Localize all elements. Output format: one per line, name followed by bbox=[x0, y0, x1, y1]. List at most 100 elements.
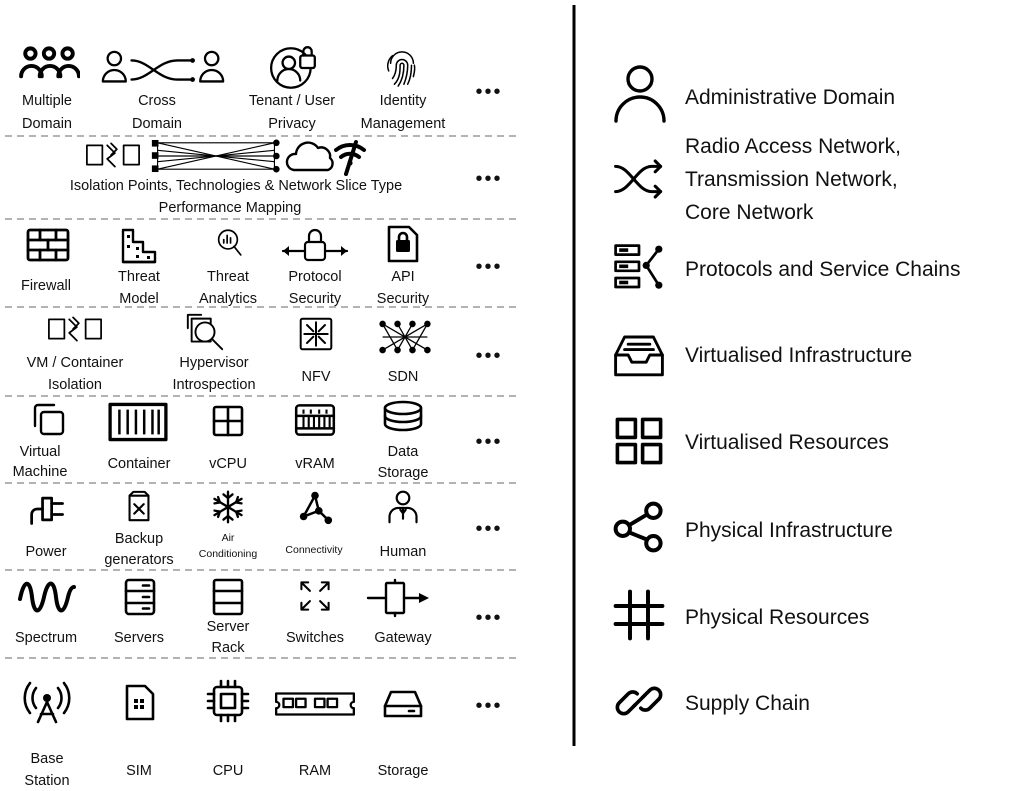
grid-cell-connectivity: Connectivity bbox=[285, 490, 343, 556]
layer-row-2: Isolation Points, Technologies & Network… bbox=[70, 138, 502, 216]
more-indicator: ••• bbox=[475, 607, 502, 629]
grid-cell-human: Human bbox=[380, 490, 427, 560]
cloud-wifi-icon bbox=[287, 142, 364, 174]
more-indicator: ••• bbox=[475, 345, 502, 367]
legend-label: Protocols and Service Chains bbox=[685, 258, 960, 281]
grid-cell-protocol-security: Protocol Security bbox=[281, 228, 349, 307]
grid-cell-switches: Switches bbox=[286, 581, 344, 646]
legend-label: Physical Resources bbox=[685, 606, 869, 629]
grid-cell-data-storage: Data Storage bbox=[378, 400, 428, 481]
cell-label: Power bbox=[25, 544, 66, 560]
grid-cell-vm-container-isolation: VM / Container Isolation bbox=[27, 316, 124, 393]
cell-label: Machine bbox=[13, 464, 68, 480]
cell-label: Connectivity bbox=[285, 544, 343, 556]
api-security-icon bbox=[387, 225, 419, 263]
grid-four-icon bbox=[615, 417, 663, 465]
grid-cell-spectrum: Spectrum bbox=[15, 581, 77, 646]
layer-row-6: Power Backup generators Air Conditioning… bbox=[25, 490, 502, 568]
switches-icon bbox=[300, 581, 330, 611]
more-indicator: ••• bbox=[475, 256, 502, 278]
cell-label: Cross bbox=[138, 93, 176, 109]
legend-label: Administrative Domain bbox=[685, 86, 895, 109]
cell-label: Hypervisor bbox=[179, 355, 248, 371]
grid-cell-backup-generators: Backup generators bbox=[104, 490, 174, 568]
ram-icon bbox=[274, 692, 356, 716]
cell-label: Security bbox=[377, 291, 430, 307]
connectivity-icon bbox=[298, 490, 334, 526]
more-indicator: ••• bbox=[475, 168, 502, 190]
cell-label: Air bbox=[222, 532, 235, 544]
cell-label: Threat bbox=[118, 269, 160, 285]
user-lock-icon bbox=[269, 46, 316, 89]
firewall-icon bbox=[26, 228, 70, 262]
grid-cell-nfv: NFV bbox=[299, 317, 333, 385]
layer-row-4: VM / Container Isolation Hypervisor Intr… bbox=[27, 313, 502, 393]
grid-cell-virtual-machine: Virtual Machine bbox=[13, 403, 68, 480]
grid-cell-sdn: SDN bbox=[378, 320, 432, 385]
cell-label: Human bbox=[380, 544, 427, 560]
legend-item-protocols-service-chains: Protocols and Service Chains bbox=[614, 244, 960, 291]
grid-cell-vcpu: vCPU bbox=[209, 405, 247, 472]
base-station-icon bbox=[23, 681, 71, 724]
cell-label: Isolation Points, Technologies & Network… bbox=[70, 178, 402, 194]
sdn-icon bbox=[378, 320, 432, 354]
grid-cell-storage: Storage bbox=[378, 690, 428, 779]
power-plug-icon bbox=[30, 496, 64, 525]
grid-cell-threat-model: Threat Model bbox=[118, 228, 160, 307]
legend-item-supply-chain: Supply Chain bbox=[615, 686, 810, 716]
cell-label: Introspection bbox=[172, 377, 255, 393]
more-indicator: ••• bbox=[475, 431, 502, 453]
snowflake-icon bbox=[213, 490, 243, 524]
cell-label: Container bbox=[108, 456, 171, 472]
cell-label: SDN bbox=[388, 369, 419, 385]
share-nodes-icon bbox=[613, 501, 663, 553]
people-group-icon bbox=[19, 46, 80, 79]
grid-cell-cpu: CPU bbox=[206, 679, 250, 779]
legend-item-administrative-domain: Administrative Domain bbox=[614, 65, 895, 123]
hash-icon bbox=[613, 589, 665, 641]
shuffle-icon bbox=[614, 159, 663, 199]
cell-label: Gateway bbox=[374, 630, 432, 646]
container-icon bbox=[108, 402, 168, 442]
cell-label: Spectrum bbox=[15, 630, 77, 646]
vm-isolation-icon bbox=[47, 316, 103, 342]
cell-label: Switches bbox=[286, 630, 344, 646]
grid-cell-gateway: Gateway bbox=[366, 578, 432, 646]
cell-label: Identity bbox=[380, 93, 427, 109]
chain-blocks-icon bbox=[614, 244, 664, 291]
threat-model-icon bbox=[121, 228, 157, 264]
inbox-tray-icon bbox=[614, 335, 664, 377]
layer-grid: Multiple Domain Cross Domain Tenant / Us… bbox=[13, 46, 502, 789]
legend-label: Virtualised Infrastructure bbox=[685, 344, 912, 367]
cell-label: Conditioning bbox=[199, 548, 258, 560]
data-storage-icon bbox=[383, 400, 423, 432]
cell-label: Base bbox=[30, 751, 63, 767]
cell-label: Firewall bbox=[21, 278, 71, 294]
sim-icon bbox=[125, 684, 155, 721]
grid-cell-threat-analytics: Threat Analytics bbox=[199, 229, 257, 307]
grid-cell-base-station: Base Station bbox=[23, 681, 71, 789]
grid-cell-identity-management: Identity Management bbox=[361, 51, 445, 132]
layer-row-8: Base Station SIM CPU RAM Storage ••• bbox=[23, 679, 502, 789]
cell-label: Server bbox=[207, 619, 250, 635]
more-indicator: ••• bbox=[475, 695, 502, 717]
backup-generator-icon bbox=[128, 490, 150, 522]
more-indicator: ••• bbox=[475, 518, 502, 540]
cell-label: Protocol bbox=[288, 269, 341, 285]
human-icon bbox=[388, 490, 418, 524]
fingerprint-icon bbox=[386, 51, 416, 87]
legend-label: Radio Access Network, bbox=[685, 135, 901, 158]
cell-label: Tenant / User bbox=[249, 93, 335, 109]
cell-label: vCPU bbox=[209, 456, 247, 472]
cell-label: API bbox=[391, 269, 414, 285]
legend-label: Physical Infrastructure bbox=[685, 519, 893, 542]
hypervisor-inspect-icon bbox=[186, 313, 224, 351]
cell-label: Virtual bbox=[20, 444, 61, 460]
gateway-icon bbox=[366, 578, 431, 618]
cell-label: Domain bbox=[22, 116, 72, 132]
layer-row-3: Firewall Threat Model Threat Analytics P… bbox=[21, 225, 502, 307]
grid-cell-isolation-slice: Isolation Points, Technologies & Network… bbox=[70, 138, 402, 216]
legend-item-physical-infrastructure: Physical Infrastructure bbox=[613, 501, 893, 553]
legend-item-physical-resources: Physical Resources bbox=[613, 589, 869, 641]
legend-item-networks: Radio Access Network, Transmission Netwo… bbox=[614, 135, 901, 224]
